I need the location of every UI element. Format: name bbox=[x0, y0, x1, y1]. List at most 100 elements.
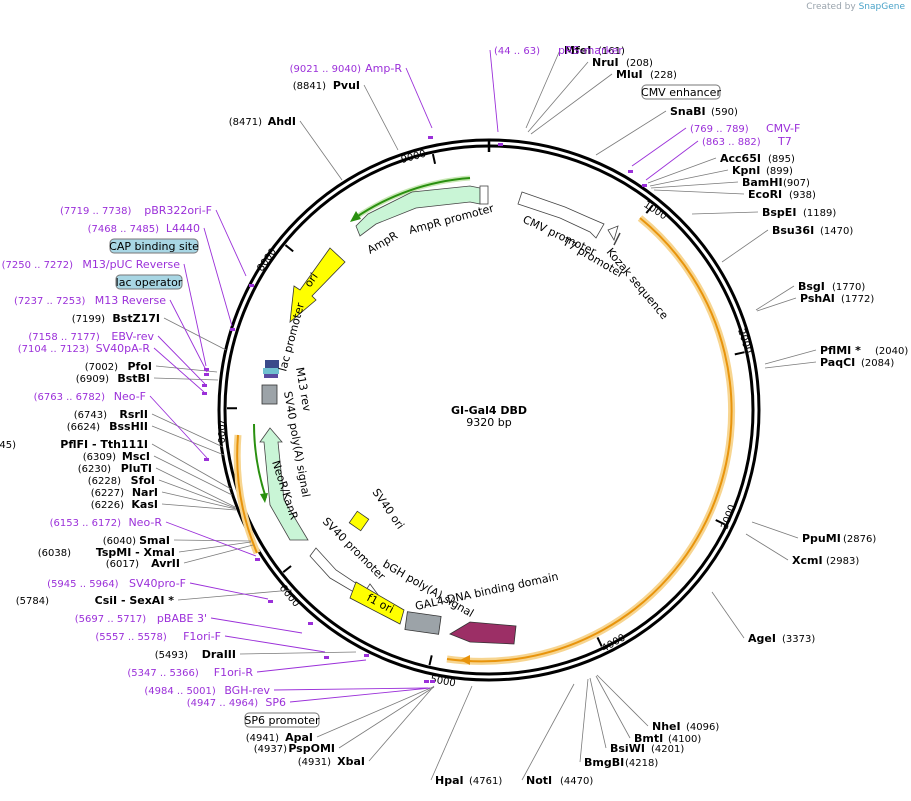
enzyme-leader-smai bbox=[174, 540, 251, 541]
enzyme-pos-hpai: (4761) bbox=[469, 776, 502, 787]
primer-range-pbr322ori-f: (7719 .. 7738) bbox=[60, 206, 132, 217]
enzyme-leader-bsiwi bbox=[590, 678, 606, 748]
gal4-dbd-arrow bbox=[450, 622, 516, 644]
enzyme-leader-draiii bbox=[240, 652, 356, 654]
tick-7000: 7000 bbox=[215, 418, 226, 443]
enzyme-leader-pflfi-tth111i bbox=[152, 444, 231, 489]
enzyme-bsu36i: Bsu36I bbox=[772, 224, 814, 237]
sv40-ori-block bbox=[349, 511, 368, 530]
enzyme-pos-bspei: (1189) bbox=[803, 208, 836, 219]
enzyme-pos-pspomi: (4937) bbox=[254, 744, 287, 755]
enzyme-pos-bstz17i: (7199) bbox=[72, 314, 105, 325]
enzyme-leader-agei bbox=[712, 592, 744, 638]
enzyme-leader-nhei bbox=[597, 675, 648, 726]
primer-leader-prs-marker bbox=[490, 50, 498, 132]
enzyme-pos-ppumi: (2876) bbox=[843, 534, 876, 545]
primer-mark-neo-r bbox=[255, 558, 260, 561]
primer-mark-m13-reverse bbox=[204, 373, 209, 376]
primer-range-neo-f: (6763 .. 6782) bbox=[34, 392, 106, 403]
enzyme-bstz17i: BstZ17I bbox=[112, 312, 160, 325]
label-kozak-sequence: Kozak sequence bbox=[604, 246, 671, 323]
primer-range-sv40pa-r: (7104 .. 7123) bbox=[18, 344, 90, 355]
enzyme-leader-snabi bbox=[596, 111, 666, 155]
primer-mark-pbr322ori-f bbox=[249, 284, 254, 287]
primer-l4440: L4440 bbox=[166, 222, 200, 235]
primer-mark-t7 bbox=[642, 184, 647, 187]
lac-operator-label: lac operator bbox=[116, 276, 183, 289]
primer-pbr322ori-f: pBR322ori-F bbox=[144, 204, 212, 217]
primer-leader-f1ori-r bbox=[257, 660, 366, 672]
primer-prs-marker: pRS-marker bbox=[558, 44, 623, 57]
primer-mark-m13-puc-reverse bbox=[204, 368, 209, 371]
enzyme-bmgbi: BmgBI bbox=[584, 756, 624, 769]
enzyme-pos-xcmi: (2983) bbox=[826, 556, 859, 567]
enzyme-pos-pflfi-tth111i: (6345) bbox=[0, 440, 16, 451]
primer-range-m13-puc-reverse: (7250 .. 7272) bbox=[2, 260, 74, 271]
enzyme-pluti: PluTI bbox=[121, 462, 152, 475]
primer-leader-pbr322ori-f bbox=[216, 210, 246, 276]
enzyme-leader-bsgi bbox=[756, 286, 794, 310]
enzyme-leader-msci bbox=[154, 456, 232, 495]
primer-range-f1ori-r: (5347 .. 5366) bbox=[127, 668, 199, 679]
primer-leader-sp6 bbox=[290, 688, 430, 702]
primer-sv40pa-r: SV40pA-R bbox=[96, 342, 151, 355]
features bbox=[260, 186, 620, 644]
enzyme-pos-pfoi: (7002) bbox=[85, 362, 118, 373]
primer-mark-amp-r bbox=[428, 136, 433, 139]
primer-amp-r: Amp-R bbox=[365, 62, 402, 75]
primer-leader-sv40pro-f bbox=[190, 583, 268, 599]
enzyme-pos-apai: (4941) bbox=[246, 733, 279, 744]
enzyme-ppumi: PpuMI bbox=[802, 532, 841, 545]
tick-4000: 4000 bbox=[600, 632, 628, 654]
label-ampr: AmpR bbox=[365, 229, 400, 257]
primer-range-ebv-rev: (7158 .. 7177) bbox=[28, 332, 100, 343]
enzyme-leader-paqci bbox=[765, 362, 816, 368]
enzyme-leader-pshai bbox=[757, 298, 796, 311]
tick-mark-5000 bbox=[429, 655, 431, 665]
enzyme-pos-agei: (3373) bbox=[782, 634, 815, 645]
enzyme-pos-msci: (6309) bbox=[83, 452, 116, 463]
enzyme-rsrii: RsrII bbox=[119, 408, 148, 421]
primer-range-sp6: (4947 .. 4964) bbox=[187, 698, 259, 709]
enzyme-bstbi: BstBI bbox=[117, 372, 150, 385]
primer-range-m13-reverse: (7237 .. 7253) bbox=[14, 296, 86, 307]
enzyme-leader-ahdi bbox=[300, 121, 342, 180]
neor-green-arrowhead bbox=[260, 493, 268, 503]
enzyme-ecori: EcoRI bbox=[748, 188, 782, 201]
enzyme-tspmi-xmai: TspMI - XmaI bbox=[96, 546, 175, 559]
tick-8000: 8000 bbox=[255, 247, 279, 274]
enzyme-leader-apai bbox=[317, 687, 433, 737]
tick-mark-8000 bbox=[285, 245, 293, 251]
enzyme-kasi: KasI bbox=[131, 498, 158, 511]
primer-mark-f1ori-r bbox=[364, 654, 369, 657]
neor-green-track bbox=[254, 424, 266, 498]
primer-f1ori-r: F1ori-R bbox=[214, 666, 254, 679]
enzyme-bsshii: BssHII bbox=[109, 420, 148, 433]
primer-neo-f: Neo-F bbox=[114, 390, 146, 403]
enzyme-leader-hpai bbox=[431, 686, 472, 780]
primer-leader-ebv-rev bbox=[158, 336, 205, 384]
enzyme-pos-acc65i: (895) bbox=[768, 154, 795, 165]
primer-leader-m13-puc-reverse bbox=[184, 264, 206, 366]
primer-sv40pro-f: SV40pro-F bbox=[129, 577, 186, 590]
enzyme-pos-sfoi: (6228) bbox=[88, 476, 121, 487]
enzyme-nrui: NruI bbox=[592, 56, 619, 69]
bgh-polya-block bbox=[405, 612, 441, 635]
enzyme-mlui: MluI bbox=[616, 68, 643, 81]
enzyme-pos-ecori: (938) bbox=[789, 190, 816, 201]
enzyme-pflfi-tth111i: PflFI - Tth111I bbox=[60, 438, 148, 451]
tick-mark-6000 bbox=[283, 566, 291, 572]
primer-mark-bgh-rev bbox=[424, 680, 429, 683]
primer-range-t7: (863 .. 882) bbox=[702, 137, 761, 148]
enzyme-pos-noti: (4470) bbox=[560, 776, 593, 787]
tick-6000: 6000 bbox=[277, 583, 302, 610]
label-lac-promoter: lac promoter bbox=[276, 301, 307, 373]
primer-m13-reverse: M13 Reverse bbox=[95, 294, 166, 307]
primer-mark-neo-f bbox=[204, 458, 209, 461]
enzyme-leader-pvui bbox=[364, 85, 398, 150]
primer-range-amp-r: (9021 .. 9040) bbox=[290, 64, 362, 75]
tick-9000: 9000 bbox=[400, 149, 427, 166]
sp6-promoter-label: SP6 promoter bbox=[244, 714, 320, 727]
enzyme-pos-xbai: (4931) bbox=[298, 757, 331, 768]
